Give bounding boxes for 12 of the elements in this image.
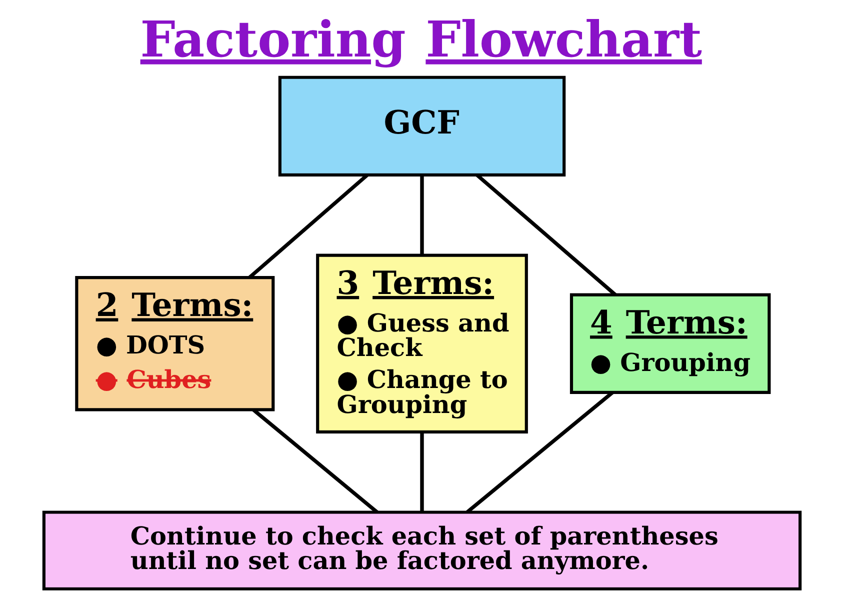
- node-box: Continue to check each set of parentheses until no set can be factored anymore.: [42, 510, 802, 590]
- diagram-title: Factoring Flowchart: [140, 10, 702, 68]
- connector: [248, 174, 368, 279]
- connector: [420, 175, 424, 256]
- node-box: 3 Terms: ● Guess and Check ● Change to Grouping: [316, 254, 528, 434]
- connector: [252, 408, 378, 514]
- connector: [476, 174, 617, 296]
- node-box: 2 Terms: ● DOTS ● Cubes: [75, 276, 275, 412]
- connector: [420, 432, 424, 512]
- node-box: 4 Terms: ● Grouping: [570, 293, 771, 394]
- connector: [466, 391, 614, 514]
- node-box: GCF: [278, 76, 566, 177]
